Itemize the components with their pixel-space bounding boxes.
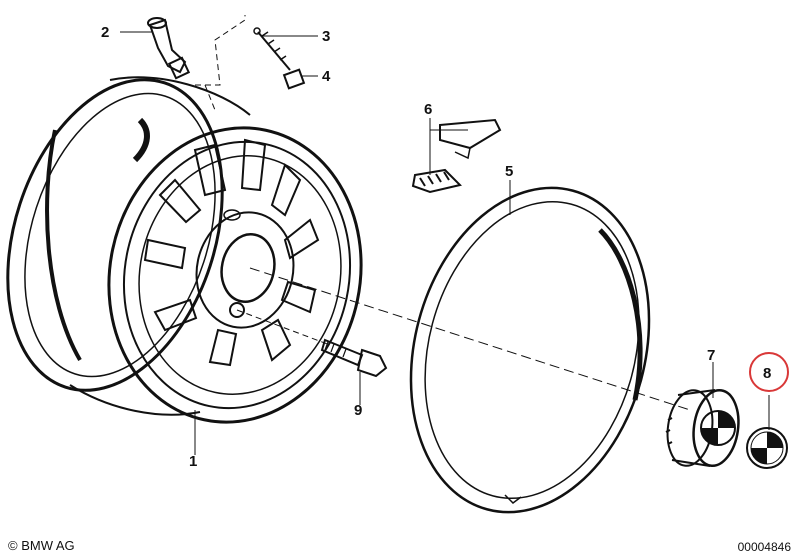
valve-stem-drawing xyxy=(147,17,191,80)
callout-4: 4 xyxy=(322,68,331,85)
group-bracket-line xyxy=(195,15,246,86)
callout-1: 1 xyxy=(189,453,197,470)
leader-lines xyxy=(120,31,770,455)
callout-3: 3 xyxy=(322,28,330,45)
wheel-bolt-drawing xyxy=(320,338,388,378)
assembly-axis-line xyxy=(249,267,691,411)
valve-cap-drawing xyxy=(282,68,306,90)
callout-2: 2 xyxy=(101,24,109,41)
bmw-emblem-drawing xyxy=(746,427,788,469)
balance-weight-drawing xyxy=(411,118,502,194)
group-bracket-line-lower xyxy=(204,84,216,111)
valve-insert-drawing xyxy=(253,27,291,71)
copyright-label: © BMW AG xyxy=(8,538,75,553)
center-cap-drawing xyxy=(665,388,740,468)
callout-5: 5 xyxy=(505,163,513,180)
callout-7: 7 xyxy=(707,347,715,364)
callout-9: 9 xyxy=(354,402,362,419)
trim-ring-drawing xyxy=(409,186,651,514)
callout-8: 8 xyxy=(763,365,771,382)
valve-axis-line xyxy=(236,309,331,346)
callouts: 2 3 4 6 5 1 9 7 8 xyxy=(101,24,789,470)
wheel-rim-drawing xyxy=(6,76,363,424)
highlight-circle xyxy=(749,352,789,392)
callout-6: 6 xyxy=(424,101,432,118)
diagram-number: 00004846 xyxy=(737,540,791,554)
